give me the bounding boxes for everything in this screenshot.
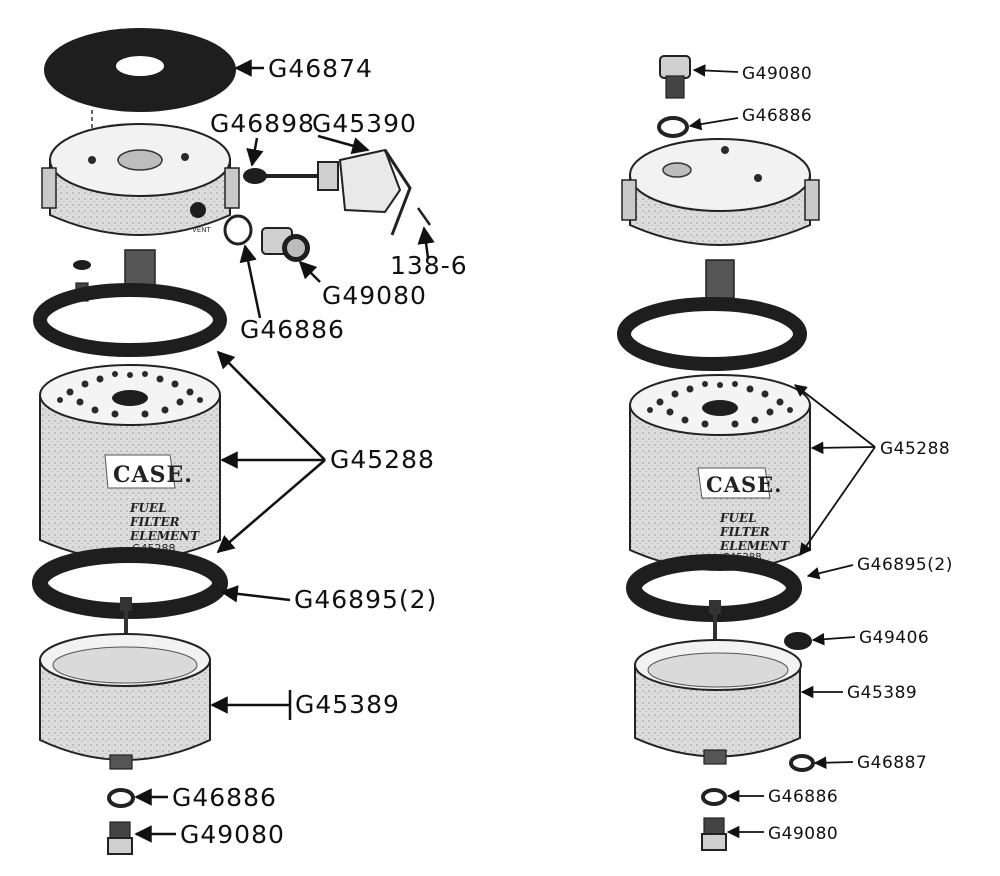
left-assembly: VENT	[32, 28, 468, 855]
left-top-gasket	[44, 28, 236, 150]
right-filter-head	[621, 138, 820, 299]
right-top-plug	[659, 55, 691, 99]
left-shutoff-valve	[243, 148, 432, 236]
left-bowl	[39, 597, 211, 770]
label-g46898: G46898	[210, 109, 315, 138]
label-g45288-right: G45288	[880, 439, 950, 459]
label-g46895-right: G46895(2)	[857, 555, 953, 575]
label-g46886-bottom-right: G46886	[768, 787, 838, 807]
label-g45389-left: G45389	[295, 690, 400, 719]
label-g49406: G49406	[859, 628, 929, 648]
label-g46895-left: G46895(2)	[294, 585, 437, 614]
label-g45390: G45390	[312, 109, 417, 138]
left-filter-head: VENT	[41, 123, 240, 289]
label-g49080-bottom-right: G49080	[768, 824, 838, 844]
vent-marking: VENT	[192, 226, 211, 234]
left-side-plug	[223, 214, 310, 262]
right-bottom-washer	[701, 788, 727, 806]
right-element-line3: ELEMENT	[719, 539, 790, 553]
label-g46886-top-right: G46886	[742, 106, 812, 126]
right-labels: G49080 G46886 G45288 G46895(2) G49406 G4…	[742, 64, 953, 844]
right-element-line2: FILTER	[719, 525, 770, 539]
label-g45288-left: G45288	[330, 445, 435, 474]
left-leader-lines	[134, 59, 435, 843]
left-element-line1: FUEL	[129, 501, 167, 515]
right-leader-lines	[688, 64, 876, 839]
left-filter-element: CASE. FUEL FILTER ELEMENT G45288	[39, 364, 221, 561]
right-filter-element: CASE. FUEL FILTER ELEMENT G45288	[629, 374, 811, 571]
label-g46887: G46887	[857, 753, 927, 773]
left-bottom-washer	[107, 788, 135, 808]
left-element-line3: ELEMENT	[129, 529, 200, 543]
left-labels: G46874 G46898 G45390 138-6 G49080 G46886…	[172, 54, 468, 849]
left-brand-text: CASE.	[113, 462, 193, 488]
label-g49080-side: G49080	[322, 281, 427, 310]
right-bottom-plug	[701, 817, 727, 851]
right-brand-text: CASE.	[706, 472, 783, 497]
label-g49080-top-right: G49080	[742, 64, 812, 84]
right-small-gasket	[784, 632, 812, 650]
label-138-6: 138-6	[390, 251, 468, 280]
label-g49080-bottom-left: G49080	[180, 820, 285, 849]
right-assembly: CASE. FUEL FILTER ELEMENT G45288	[617, 55, 953, 851]
label-g45389-right: G45389	[847, 683, 917, 703]
right-upper-ring	[617, 297, 807, 371]
right-bowl	[634, 600, 802, 765]
right-element-line1: FUEL	[719, 511, 757, 525]
label-g46886-side: G46886	[240, 315, 345, 344]
left-bottom-plug	[107, 821, 133, 855]
label-g46874: G46874	[268, 54, 373, 83]
left-element-line2: FILTER	[129, 515, 180, 529]
right-top-washer	[657, 116, 689, 138]
left-upper-ring	[33, 283, 227, 357]
right-side-washer	[789, 754, 815, 772]
label-g46886-bottom-left: G46886	[172, 783, 277, 812]
